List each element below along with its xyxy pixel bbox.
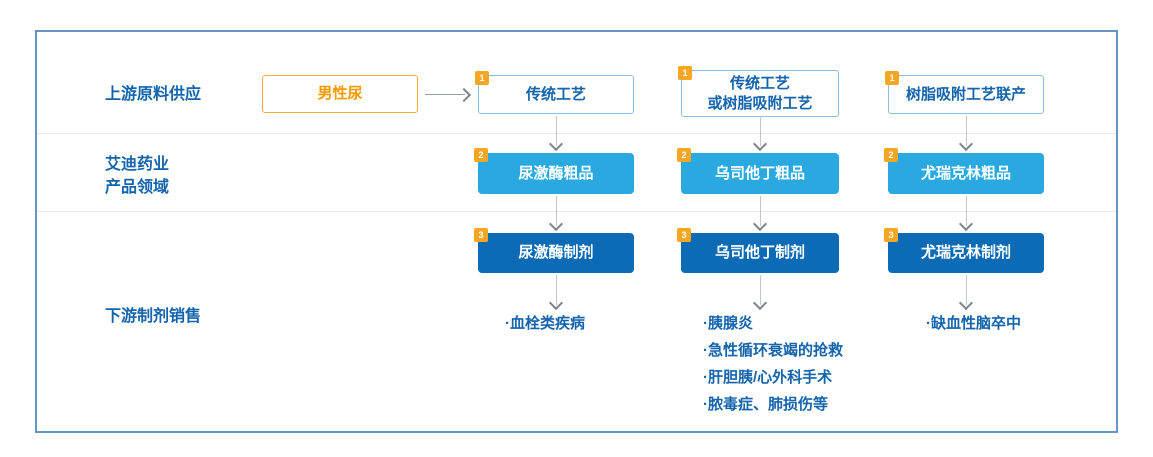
arrow-down-icon — [958, 196, 974, 232]
arrow-line — [965, 196, 967, 226]
crude-box-col3: 2 尤瑞克林粗品 — [884, 148, 1044, 194]
process-box-col3: 1 树脂吸附工艺联产 — [885, 71, 1044, 114]
crude-box-col1: 2 尿激酶粗品 — [474, 148, 634, 194]
process-label: 传统工艺 — [525, 85, 586, 103]
arrow-line — [555, 196, 557, 226]
tier-label-upstream: 上游原料供应 — [105, 86, 202, 103]
process-label-line1: 传统工艺 — [729, 75, 790, 92]
arrow-head — [752, 216, 768, 232]
arrow-down-icon — [548, 196, 564, 232]
arrow-line — [555, 275, 557, 305]
preparation-box-col1: 3 尿激酶制剂 — [474, 228, 634, 273]
arrow-head — [958, 136, 974, 152]
tier-label-company: 艾迪药业 产品领域 — [105, 153, 169, 199]
preparation-label: 尤瑞克林制剂 — [920, 244, 1011, 262]
indication-item: ·缺血性脑卒中 — [926, 315, 1021, 332]
arrow-head — [548, 136, 564, 152]
step-badge: 3 — [474, 228, 488, 242]
process-box-col1: 1 传统工艺 — [475, 71, 634, 114]
arrow-head — [752, 136, 768, 152]
source-box-male-urine: 男性尿 — [262, 75, 418, 113]
preparation-box-col3: 3 尤瑞克林制剂 — [884, 228, 1044, 273]
crude-label: 尤瑞克林粗品 — [920, 164, 1011, 182]
indication-item: ·胰腺炎 — [703, 315, 753, 332]
indication-item: ·脓毒症、肺损伤等 — [703, 396, 828, 413]
step-badge: 3 — [884, 228, 898, 242]
arrow-down-icon — [752, 275, 768, 311]
tier-label-company-line1: 艾迪药业 — [105, 156, 170, 173]
arrow-line — [759, 275, 761, 305]
step-badge: 2 — [884, 148, 898, 162]
tier-divider-2 — [37, 211, 1116, 212]
arrow-down-icon — [548, 275, 564, 311]
step-badge: 2 — [474, 148, 488, 162]
arrow-line — [965, 116, 967, 146]
arrow-down-icon — [958, 275, 974, 311]
arrow-down-icon — [752, 196, 768, 232]
arrow-line — [759, 116, 761, 146]
indications-list-col2: ·胰腺炎 ·急性循环衰竭的抢救 ·肝胆胰/心外科手术 ·脓毒症、肺损伤等 — [703, 310, 843, 418]
step-badge: 1 — [885, 71, 899, 85]
crude-label: 尿激酶粗品 — [518, 164, 594, 182]
indication-item: ·急性循环衰竭的抢救 — [703, 342, 843, 359]
step-badge: 3 — [677, 228, 691, 242]
arrow-right-line — [425, 94, 465, 95]
arrow-head — [752, 295, 768, 311]
indications-list-col1: ·血栓类疾病 — [505, 310, 585, 337]
crude-box-col2: 2 乌司他丁粗品 — [677, 148, 839, 194]
arrow-head — [958, 216, 974, 232]
step-badge: 2 — [677, 148, 691, 162]
crude-label: 乌司他丁粗品 — [714, 164, 805, 182]
arrow-down-icon — [752, 116, 768, 152]
arrow-line — [555, 116, 557, 146]
arrow-down-icon — [548, 116, 564, 152]
arrow-head — [548, 295, 564, 311]
step-badge: 1 — [475, 71, 489, 85]
arrow-down-icon — [958, 116, 974, 152]
indication-item: ·肝胆胰/心外科手术 — [703, 369, 833, 386]
indications-list-col3: ·缺血性脑卒中 — [926, 310, 1021, 337]
preparation-box-col2: 3 乌司他丁制剂 — [677, 228, 839, 273]
tier-label-downstream: 下游制剂销售 — [105, 308, 202, 325]
arrow-right-head — [456, 87, 472, 103]
process-box-col2: 1 传统工艺 或树脂吸附工艺 — [678, 66, 839, 117]
indication-item: ·血栓类疾病 — [505, 315, 585, 332]
arrow-line — [759, 196, 761, 226]
process-label-line2: 或树脂吸附工艺 — [707, 94, 813, 112]
process-label: 树脂吸附工艺联产 — [905, 85, 1026, 103]
arrow-head — [958, 295, 974, 311]
source-box-label: 男性尿 — [317, 85, 363, 103]
preparation-label: 尿激酶制剂 — [518, 244, 594, 262]
step-badge: 1 — [678, 66, 692, 80]
arrow-line — [965, 275, 967, 305]
arrow-head — [548, 216, 564, 232]
preparation-label: 乌司他丁制剂 — [714, 244, 805, 262]
tier-label-company-line2: 产品领域 — [105, 179, 170, 196]
tier-divider-1 — [37, 133, 1116, 134]
arrow-right-icon — [425, 87, 472, 103]
